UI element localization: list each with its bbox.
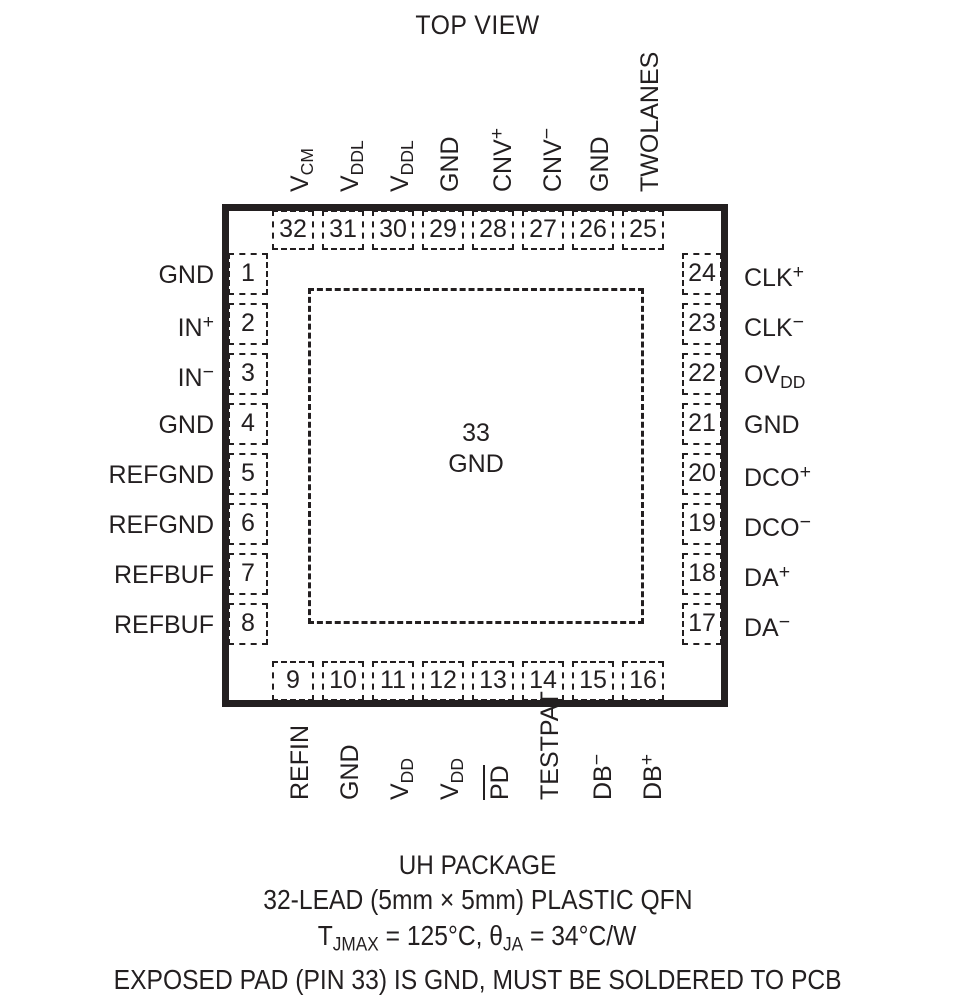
pin-pad-31[interactable]: 31 <box>322 210 364 250</box>
pin-label-25: TWOLANES <box>636 51 664 192</box>
pin-pad-29[interactable]: 29 <box>422 210 464 250</box>
caption-line-2: 32-LEAD (5mm × 5mm) PLASTIC QFN <box>262 884 693 915</box>
pin-label-27: CNV− <box>536 127 568 192</box>
pin-pad-9[interactable]: 9 <box>272 661 314 701</box>
pin-pad-11[interactable]: 11 <box>372 661 414 701</box>
pin-pad-20[interactable]: 20 <box>682 453 722 495</box>
pin-label-8: REFBUF <box>114 611 214 639</box>
pin-label-22: OVDD <box>744 361 806 392</box>
pin-pad-2[interactable]: 2 <box>228 303 268 345</box>
pin-label-15: DB− <box>586 753 618 800</box>
caption-line-3: TJMAX = 125°C, θJA = 34°C/W <box>318 920 637 956</box>
pin-label-4: GND <box>158 411 214 439</box>
pin-label-21: GND <box>744 411 800 439</box>
pin-label-28: CNV+ <box>486 127 518 192</box>
page-title: TOP VIEW <box>0 12 955 39</box>
pin-label-7: REFBUF <box>114 561 214 589</box>
top-view-text: TOP VIEW <box>415 10 540 40</box>
pin-label-18: DA+ <box>744 561 791 593</box>
pin-pad-24[interactable]: 24 <box>682 253 722 295</box>
pin-pad-3[interactable]: 3 <box>228 353 268 395</box>
pin-pad-25[interactable]: 25 <box>622 210 664 250</box>
exposed-pad-number: 33 <box>462 419 490 447</box>
pin-pad-18[interactable]: 18 <box>682 553 722 595</box>
pin-pad-14[interactable]: 14 <box>522 661 564 701</box>
pin-pad-15[interactable]: 15 <box>572 661 614 701</box>
pin-pad-32[interactable]: 32 <box>272 210 314 250</box>
pin-label-6: REFGND <box>108 511 214 539</box>
pin-label-13: PD <box>483 765 515 800</box>
pin-label-19: DCO− <box>744 511 811 543</box>
pin-label-5: REFGND <box>108 461 214 489</box>
pin-pad-22[interactable]: 22 <box>682 353 722 395</box>
pin-label-12: VDD <box>436 758 467 800</box>
pin-pad-5[interactable]: 5 <box>228 453 268 495</box>
pin-label-29: GND <box>436 136 464 192</box>
package-caption: UH PACKAGE 32-LEAD (5mm × 5mm) PLASTIC Q… <box>0 848 955 998</box>
pin-pad-17[interactable]: 17 <box>682 603 722 645</box>
pin-pad-30[interactable]: 30 <box>372 210 414 250</box>
caption-line-4: EXPOSED PAD (PIN 33) IS GND, MUST BE SOL… <box>113 964 842 996</box>
pin-label-16: DB+ <box>636 753 668 800</box>
pin-label-1: GND <box>158 261 214 289</box>
pin-label-14: TESTPAT <box>536 691 564 800</box>
pin-label-20: DCO+ <box>744 461 811 493</box>
pin-pad-26[interactable]: 26 <box>572 210 614 250</box>
pin-label-2: IN+ <box>177 311 214 343</box>
pin-label-32: VCM <box>286 148 317 192</box>
pin-pad-6[interactable]: 6 <box>228 503 268 545</box>
pin-pad-10[interactable]: 10 <box>322 661 364 701</box>
pin-pad-28[interactable]: 28 <box>472 210 514 250</box>
exposed-pad-name: GND <box>448 450 504 478</box>
exposed-pad-label: 33 GND <box>308 418 644 480</box>
caption-line-1: UH PACKAGE <box>398 850 557 880</box>
pin-label-17: DA− <box>744 611 791 643</box>
pin-pad-23[interactable]: 23 <box>682 303 722 345</box>
pin-label-11: VDD <box>386 758 417 800</box>
pin-pad-1[interactable]: 1 <box>228 253 268 295</box>
pin-label-31: VDDL <box>336 140 367 192</box>
pin-pad-8[interactable]: 8 <box>228 603 268 645</box>
pin-label-26: GND <box>586 136 614 192</box>
pin-label-23: CLK− <box>744 311 805 343</box>
pin-pad-19[interactable]: 19 <box>682 503 722 545</box>
pin-pad-7[interactable]: 7 <box>228 553 268 595</box>
pin-pad-21[interactable]: 21 <box>682 403 722 445</box>
pin-pad-12[interactable]: 12 <box>422 661 464 701</box>
pin-pad-16[interactable]: 16 <box>622 661 664 701</box>
pin-label-30: VDDL <box>386 140 417 192</box>
pin-pad-13[interactable]: 13 <box>472 661 514 701</box>
pin-label-10: GND <box>336 744 364 800</box>
pin-label-24: CLK+ <box>744 261 805 293</box>
pin-pad-27[interactable]: 27 <box>522 210 564 250</box>
pin-label-9: REFIN <box>286 725 314 800</box>
pin-pad-4[interactable]: 4 <box>228 403 268 445</box>
exposed-pad-outline <box>308 288 644 624</box>
pin-label-3: IN− <box>177 361 214 393</box>
